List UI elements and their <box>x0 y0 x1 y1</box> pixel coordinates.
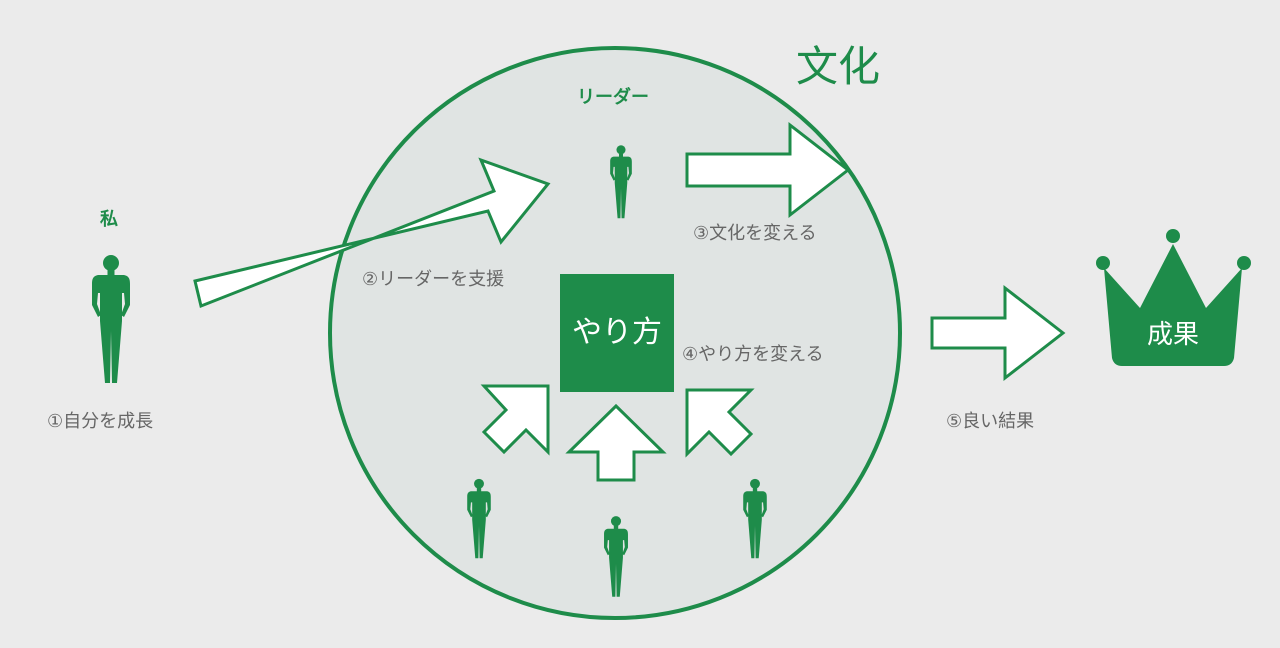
leader-label: リーダー <box>577 87 649 108</box>
arrow-change-culture <box>685 121 851 219</box>
arrow-support-leader <box>193 157 551 309</box>
step5-label: ⑤良い結果 <box>946 411 1035 432</box>
culture-title: 文化 <box>796 42 881 91</box>
crown-tip-right <box>1237 256 1251 270</box>
self-label: 私 <box>100 209 118 230</box>
crown-tip-left <box>1096 256 1110 270</box>
crown-icon <box>1104 244 1242 366</box>
step3-label: ③文化を変える <box>693 223 817 244</box>
method-box-label: やり方 <box>572 315 662 350</box>
arrow-change-method-center <box>565 403 667 482</box>
arrow-good-result <box>930 284 1066 382</box>
person-silhouette-icon-self <box>92 255 130 383</box>
result-crown-label: 成果 <box>1146 320 1199 350</box>
step1-label: ①自分を成長 <box>47 411 154 432</box>
step4-label: ④やり方を変える <box>682 344 824 365</box>
step2-label: ②リーダーを支援 <box>362 269 505 290</box>
arrow-change-method-left <box>480 384 550 456</box>
crown-tip-center <box>1166 229 1180 243</box>
arrow-change-method-right <box>685 388 755 458</box>
method-box <box>560 274 674 392</box>
